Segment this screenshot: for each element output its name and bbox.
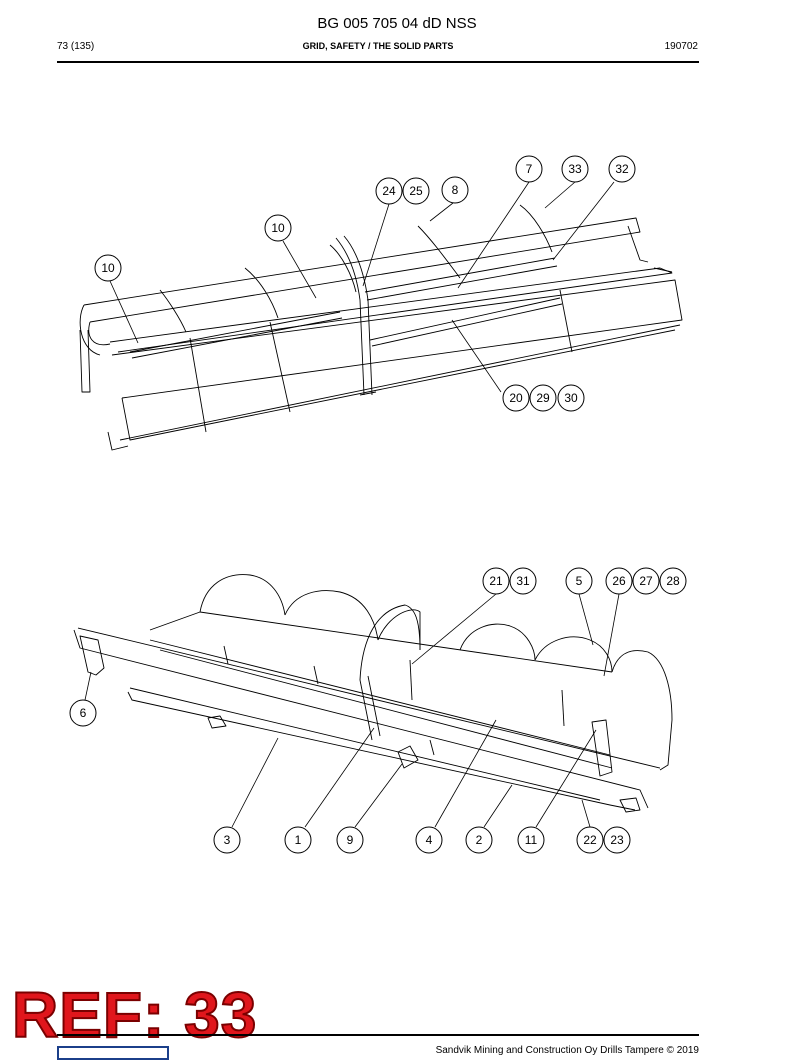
svg-text:3: 3: [224, 833, 231, 847]
svg-text:5: 5: [576, 574, 583, 588]
svg-text:2: 2: [476, 833, 483, 847]
callout-6: 6: [69, 699, 97, 727]
svg-text:11: 11: [525, 833, 538, 847]
callout-30: 30: [557, 384, 585, 412]
company-logo: [57, 1046, 169, 1060]
callout-26: 26: [605, 567, 633, 595]
upper-assembly-view: [79, 204, 683, 451]
callout-31: 31: [509, 567, 537, 595]
callout-27: 27: [632, 567, 660, 595]
svg-text:9: 9: [347, 833, 354, 847]
callout-10-upper: 10: [264, 214, 292, 242]
lower-assembly-view: [73, 574, 673, 813]
callout-4: 4: [415, 826, 443, 854]
svg-text:25: 25: [409, 184, 423, 198]
svg-text:7: 7: [526, 162, 533, 176]
section-title: GRID, SAFETY / THE SOLID PARTS: [302, 41, 454, 51]
svg-text:6: 6: [80, 706, 87, 720]
svg-text:26: 26: [612, 574, 626, 588]
copyright-footer: Sandvik Mining and Construction Oy Drill…: [435, 1045, 699, 1056]
callout-33: 33: [561, 155, 589, 183]
svg-text:10: 10: [271, 221, 285, 235]
page-number: 73 (135): [57, 41, 95, 52]
callout-5: 5: [565, 567, 593, 595]
document-id: BG 005 705 04 dD NSS: [317, 15, 477, 32]
svg-text:22: 22: [583, 833, 597, 847]
footer-rule: [57, 1034, 699, 1036]
svg-text:33: 33: [568, 162, 582, 176]
svg-text:8: 8: [452, 183, 459, 197]
callout-28: 28: [659, 567, 687, 595]
header-rule: [57, 61, 699, 63]
callout-24: 24: [375, 177, 403, 205]
callout-25: 25: [402, 177, 430, 205]
callout-22: 22: [576, 826, 604, 854]
svg-text:27: 27: [639, 574, 653, 588]
callout-21: 21: [482, 567, 510, 595]
svg-text:24: 24: [382, 184, 396, 198]
svg-text:30: 30: [564, 391, 578, 405]
svg-text:28: 28: [666, 574, 680, 588]
callout-1: 1: [284, 826, 312, 854]
svg-text:21: 21: [489, 574, 503, 588]
svg-text:32: 32: [615, 162, 629, 176]
svg-text:4: 4: [426, 833, 433, 847]
svg-text:1: 1: [295, 833, 302, 847]
callout-20: 20: [502, 384, 530, 412]
reference-stamp: REF: 33: [11, 979, 258, 1051]
svg-text:29: 29: [536, 391, 550, 405]
callout-23: 23: [603, 826, 631, 854]
callout-3: 3: [213, 826, 241, 854]
callout-10-left: 10: [94, 254, 122, 282]
svg-text:23: 23: [610, 833, 624, 847]
callout-32: 32: [608, 155, 636, 183]
callout-7: 7: [515, 155, 543, 183]
svg-text:20: 20: [509, 391, 523, 405]
callout-11: 11: [517, 826, 545, 854]
callout-2: 2: [465, 826, 493, 854]
callout-9: 9: [336, 826, 364, 854]
svg-text:31: 31: [516, 574, 530, 588]
callout-8: 8: [441, 176, 469, 204]
document-date: 190702: [664, 41, 698, 52]
svg-text:10: 10: [101, 261, 115, 275]
callout-29: 29: [529, 384, 557, 412]
